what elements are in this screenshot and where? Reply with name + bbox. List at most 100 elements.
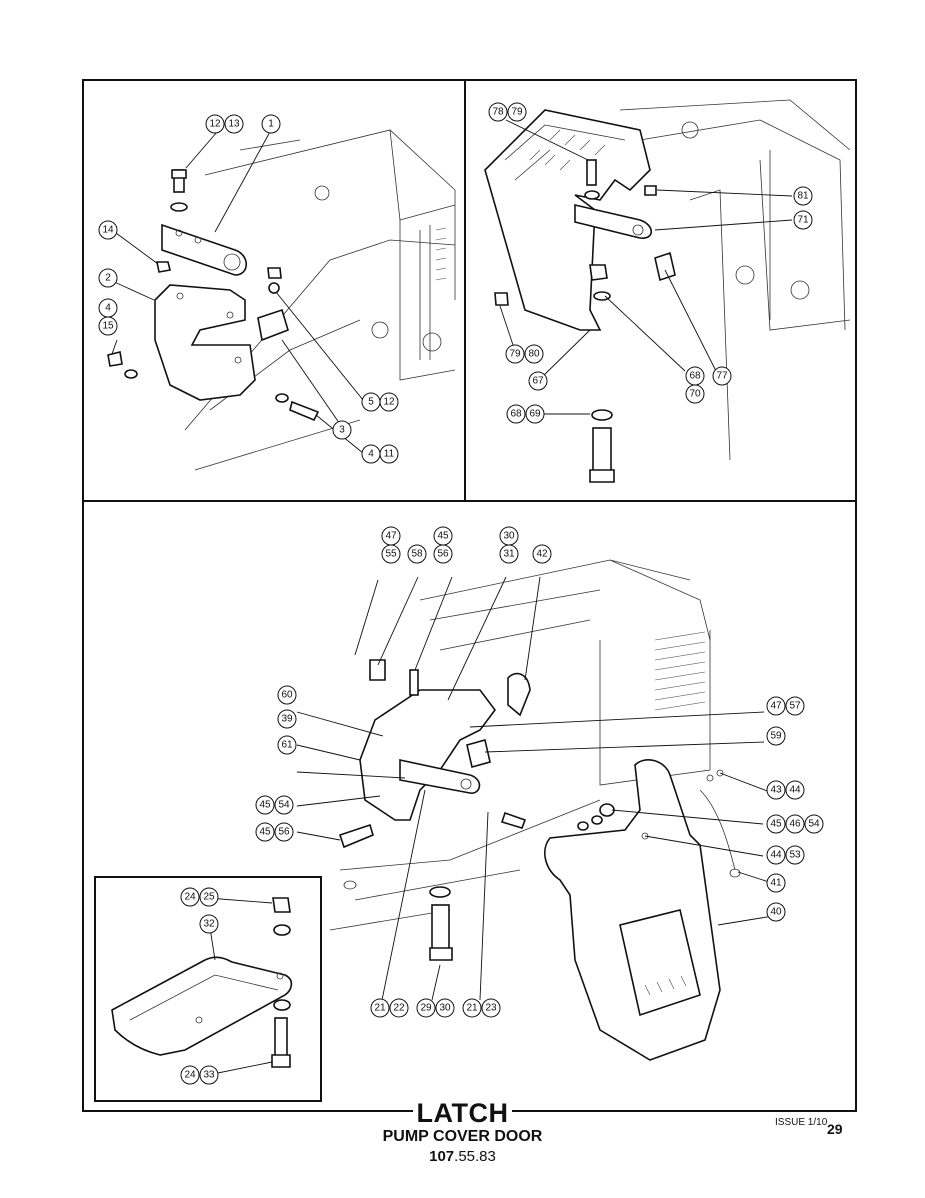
callout-24: 24 (180, 887, 200, 907)
svg-text:30: 30 (503, 531, 515, 542)
svg-text:12: 12 (383, 397, 395, 408)
svg-text:40: 40 (770, 907, 782, 918)
callout-45b: 45 (255, 795, 275, 815)
svg-text:21: 21 (374, 1003, 386, 1014)
svg-text:45: 45 (770, 819, 782, 830)
callout-44b: 44 (766, 845, 786, 865)
svg-text:80: 80 (528, 349, 540, 360)
inset-frame (94, 876, 322, 1102)
svg-text:55: 55 (385, 549, 397, 560)
svg-text:5: 5 (368, 397, 374, 408)
svg-text:61: 61 (281, 740, 293, 751)
issue-label: ISSUE 1/10 (775, 1117, 828, 1128)
callout-4b: 4 (361, 444, 381, 464)
svg-text:3: 3 (339, 425, 345, 436)
callout-54b: 54 (804, 814, 824, 834)
svg-text:68: 68 (510, 409, 522, 420)
leader-lines (109, 119, 793, 1076)
callout-42: 42 (532, 544, 552, 564)
callouts-top-right: 78 79 81 71 79 80 67 68 70 77 68 69 (488, 102, 813, 424)
svg-text:47: 47 (385, 531, 397, 542)
svg-text:44: 44 (770, 850, 782, 861)
svg-text:45: 45 (437, 531, 449, 542)
callout-30b: 30 (435, 998, 455, 1018)
svg-text:81: 81 (797, 191, 809, 202)
callout-69: 69 (525, 404, 545, 424)
svg-text:23: 23 (485, 1003, 497, 1014)
svg-text:71: 71 (797, 215, 809, 226)
callout-43: 43 (766, 780, 786, 800)
panel-divider-horizontal (84, 500, 855, 502)
svg-text:56: 56 (278, 827, 290, 838)
callout-21b: 21 (462, 998, 482, 1018)
svg-text:59: 59 (770, 731, 782, 742)
callout-33: 33 (199, 1065, 219, 1085)
callout-71: 71 (793, 210, 813, 230)
svg-text:70: 70 (689, 389, 701, 400)
callout-41: 41 (766, 873, 786, 893)
callout-53: 53 (785, 845, 805, 865)
callout-40: 40 (766, 902, 786, 922)
callout-44: 44 (785, 780, 805, 800)
page-number: 29 (827, 1121, 843, 1137)
svg-text:47: 47 (770, 701, 782, 712)
svg-text:69: 69 (529, 409, 541, 420)
svg-text:4: 4 (105, 303, 111, 314)
callout-25: 25 (199, 887, 219, 907)
svg-text:21: 21 (466, 1003, 478, 1014)
svg-text:22: 22 (393, 1003, 405, 1014)
svg-text:53: 53 (789, 850, 801, 861)
callout-24b: 24 (180, 1065, 200, 1085)
svg-text:67: 67 (532, 376, 544, 387)
callout-13: 13 (224, 114, 244, 134)
svg-text:45: 45 (259, 800, 271, 811)
callout-78: 78 (488, 102, 508, 122)
callout-61: 61 (277, 735, 297, 755)
callout-45d: 45 (766, 814, 786, 834)
callout-12b: 12 (379, 392, 399, 412)
callout-47: 47 (381, 526, 401, 546)
inset-drawing (111, 897, 293, 1068)
callout-67: 67 (528, 371, 548, 391)
svg-text:54: 54 (808, 819, 820, 830)
callout-32: 32 (199, 914, 219, 934)
callout-81: 81 (793, 186, 813, 206)
svg-text:24: 24 (184, 892, 196, 903)
svg-text:4: 4 (368, 449, 374, 460)
svg-text:32: 32 (203, 919, 215, 930)
svg-text:78: 78 (492, 107, 504, 118)
callouts-inset: 24 25 32 24 33 (180, 887, 219, 1085)
callout-68: 68 (685, 366, 705, 386)
svg-text:45: 45 (259, 827, 271, 838)
callout-11: 11 (379, 444, 399, 464)
svg-text:25: 25 (203, 892, 215, 903)
svg-text:58: 58 (411, 549, 423, 560)
callout-70: 70 (685, 384, 705, 404)
svg-text:57: 57 (789, 701, 801, 712)
callout-12: 12 (205, 114, 225, 134)
svg-text:12: 12 (209, 119, 221, 130)
svg-text:43: 43 (770, 785, 782, 796)
callout-47b: 47 (766, 696, 786, 716)
top-left-panel-drawing (107, 129, 456, 471)
callout-4: 4 (98, 298, 118, 318)
callout-59: 59 (766, 726, 786, 746)
svg-text:15: 15 (102, 321, 114, 332)
callout-21: 21 (370, 998, 390, 1018)
svg-text:33: 33 (203, 1070, 215, 1081)
svg-text:29: 29 (420, 1003, 432, 1014)
callout-46: 46 (785, 814, 805, 834)
svg-text:2: 2 (105, 273, 111, 284)
callout-45c: 45 (255, 822, 275, 842)
svg-text:79: 79 (509, 349, 521, 360)
callout-57: 57 (785, 696, 805, 716)
callout-60: 60 (277, 685, 297, 705)
callout-22: 22 (389, 998, 409, 1018)
svg-text:41: 41 (770, 878, 782, 889)
callout-23: 23 (481, 998, 501, 1018)
part-number: 107.55.83 (429, 1148, 496, 1165)
svg-text:77: 77 (716, 371, 728, 382)
callout-45: 45 (433, 526, 453, 546)
callout-56: 56 (433, 544, 453, 564)
